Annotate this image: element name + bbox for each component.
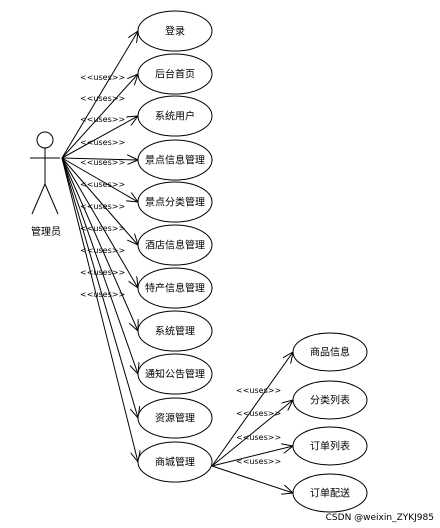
uses-arrow: [61, 157, 138, 202]
use-case: 后台首页: [137, 53, 213, 95]
uses-arrow: [61, 31, 138, 159]
use-case-ellipse: [137, 397, 213, 439]
use-case: 酒店信息管理: [137, 224, 213, 266]
use-case-ellipse: [292, 426, 368, 466]
use-case-label: 商品信息: [310, 346, 350, 359]
use-case: 商城管理: [137, 441, 213, 483]
use-case: 订单列表: [292, 426, 368, 466]
uses-arrow: [211, 400, 293, 467]
actor-label: 管理员: [31, 225, 61, 238]
use-case-label: 登录: [165, 25, 185, 38]
uses-label: <<uses>>: [80, 115, 125, 124]
uses-arrow: [61, 157, 138, 245]
uses-label: <<uses>>: [80, 94, 125, 103]
use-case: 订单配送: [292, 473, 368, 513]
uses-arrow: [211, 352, 293, 467]
use-case: 系统管理: [137, 310, 213, 352]
uses-arrow: [61, 158, 138, 160]
uses-label: <<uses>>: [236, 433, 281, 442]
use-case-label: 通知公告管理: [145, 368, 205, 381]
uses-label: <<uses>>: [80, 290, 125, 299]
uses-label: <<uses>>: [80, 246, 125, 255]
use-case-label: 酒店信息管理: [145, 239, 205, 252]
use-case: 资源管理: [137, 397, 213, 439]
uses-arrow: [61, 157, 138, 418]
use-case: 景点信息管理: [137, 139, 213, 181]
uses-arrow: [61, 157, 138, 374]
uses-label: <<uses>>: [80, 158, 125, 167]
use-case-ellipse: [137, 10, 213, 52]
uses-arrow: [211, 465, 293, 493]
use-case-label: 订单列表: [310, 440, 350, 453]
relations: <<uses>> <<uses>> <<uses>> <<uses>> <<uses>>…: [61, 31, 293, 493]
use-case-ellipse: [137, 53, 213, 95]
uses-arrow: [61, 74, 138, 159]
stick-figure-actor-icon: [30, 131, 60, 215]
use-case-label: 景点信息管理: [145, 154, 205, 167]
actor: 管理员: [30, 131, 61, 238]
use-case-ellipse: [292, 332, 368, 372]
use-case-label: 资源管理: [155, 412, 195, 425]
use-case-label: 系统管理: [155, 325, 195, 338]
uses-label: <<uses>>: [80, 180, 125, 189]
use-case-ellipse: [137, 95, 213, 137]
use-case-ellipse: [137, 353, 213, 395]
use-case-ellipse: [137, 139, 213, 181]
use-case-ellipse: [292, 473, 368, 513]
use-case-ellipse: [137, 310, 213, 352]
uses-label: <<uses>>: [80, 268, 125, 277]
uses-arrow: [61, 157, 138, 288]
uses-label: <<uses>>: [80, 202, 125, 211]
uses-label: <<uses>>: [236, 409, 281, 418]
use-case-ellipse: [137, 441, 213, 483]
use-case: 商品信息: [292, 332, 368, 372]
use-case-ellipse: [137, 267, 213, 309]
use-case-label: 后台首页: [155, 68, 195, 81]
uses-arrow: [61, 157, 138, 331]
use-case-ellipse: [137, 224, 213, 266]
use-case: 系统用户: [137, 95, 213, 137]
uses-arrow: [211, 446, 293, 467]
uses-label: <<uses>>: [80, 224, 125, 233]
use-case: 登录: [137, 10, 213, 52]
uses-label: <<uses>>: [236, 386, 281, 395]
uses-arrow: [61, 157, 138, 462]
use-case: 景点分类管理: [137, 181, 213, 223]
use-case: 特产信息管理: [137, 267, 213, 309]
use-case-label: 系统用户: [155, 110, 195, 123]
use-case-ellipse: [137, 181, 213, 223]
uses-arrow: [61, 116, 138, 159]
use-cases: 登录后台首页系统用户景点信息管理景点分类管理酒店信息管理特产信息管理系统管理通知…: [137, 10, 368, 513]
use-case-label: 分类列表: [310, 394, 350, 407]
watermark: CSDN @weixin_ZYKJ985: [326, 513, 434, 523]
uses-label: <<uses>>: [236, 457, 281, 466]
use-case-label: 特产信息管理: [145, 282, 205, 295]
use-case: 分类列表: [292, 380, 368, 420]
use-case: 通知公告管理: [137, 353, 213, 395]
use-case-ellipse: [292, 380, 368, 420]
uses-label: <<uses>>: [80, 73, 125, 82]
use-case-label: 商城管理: [155, 456, 195, 469]
uses-label: <<uses>>: [80, 138, 125, 147]
use-case-label: 订单配送: [310, 487, 350, 500]
use-case-label: 景点分类管理: [145, 196, 205, 209]
